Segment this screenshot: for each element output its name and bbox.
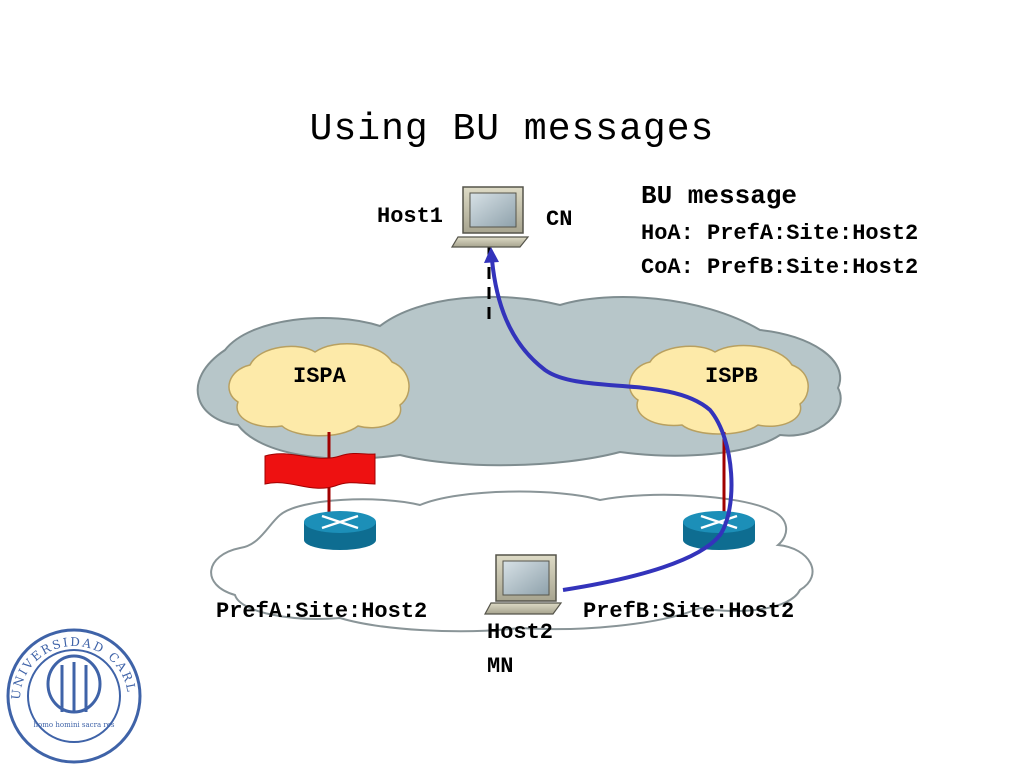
bu-hoa-line: HoA: PrefA:Site:Host2 bbox=[641, 221, 919, 246]
ispb-cloud bbox=[628, 344, 809, 435]
bu-message-heading: BU message bbox=[641, 181, 798, 211]
host2-computer-icon bbox=[483, 554, 563, 615]
slide-title: Using BU messages bbox=[309, 108, 715, 151]
ispa-cloud bbox=[228, 342, 410, 437]
router-left bbox=[304, 511, 376, 550]
cn-label: CN bbox=[546, 207, 573, 232]
university-logo: UNIVERSIDAD CARLOS III DE MADRID homo ho… bbox=[0, 0, 142, 764]
red-flag bbox=[264, 452, 376, 489]
logo-motto: homo homini sacra res bbox=[34, 721, 115, 729]
right-address-label: PrefB:Site:Host2 bbox=[583, 599, 795, 624]
bu-coa-line: CoA: PrefB:Site:Host2 bbox=[641, 255, 919, 280]
mn-label: MN bbox=[487, 654, 514, 679]
bu-arrowhead bbox=[484, 247, 499, 263]
bu-message-path bbox=[490, 259, 734, 592]
logo-ring-text: UNIVERSIDAD CARLOS III DE MADRID bbox=[0, 0, 139, 700]
host2-label: Host2 bbox=[487, 620, 554, 645]
host1-label: Host1 bbox=[377, 204, 444, 229]
left-address-label: PrefA:Site:Host2 bbox=[216, 599, 428, 624]
ispb-label: ISPB bbox=[705, 364, 758, 389]
ispa-label: ISPA bbox=[293, 364, 346, 389]
router-right bbox=[683, 511, 755, 550]
host1-computer-icon bbox=[450, 186, 530, 248]
